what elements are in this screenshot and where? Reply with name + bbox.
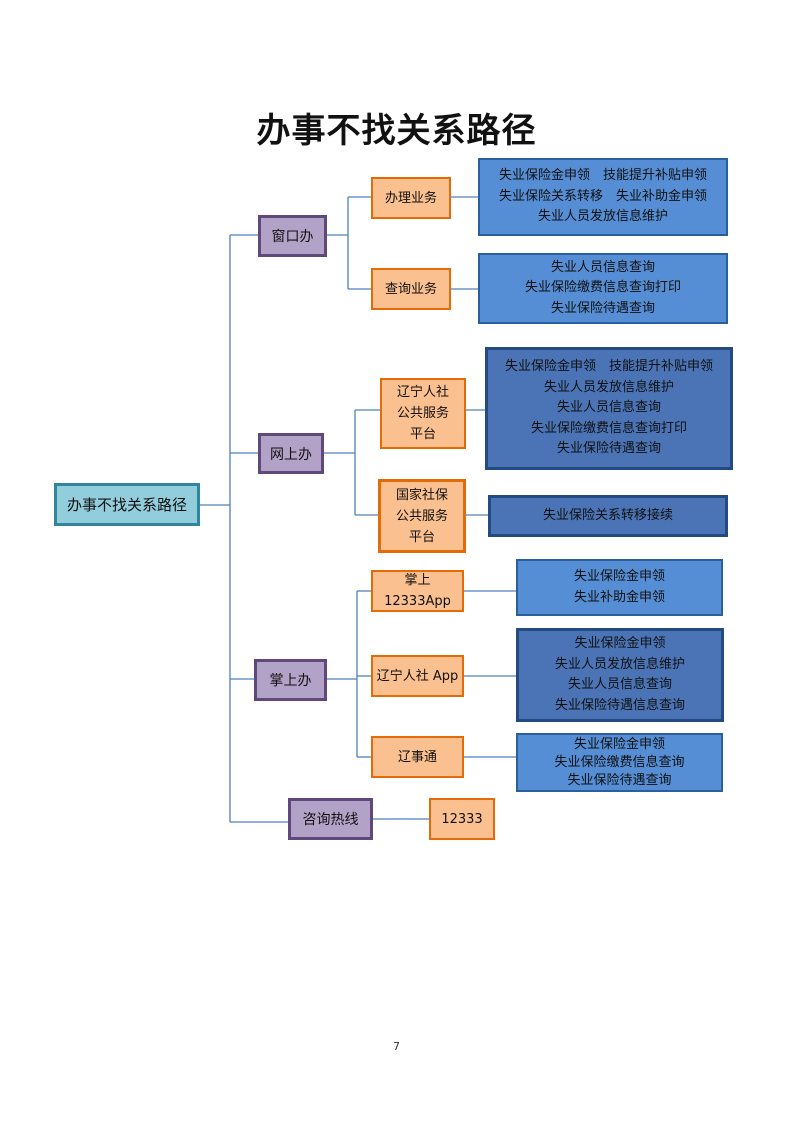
- leaf-item: 失业人员发放信息维护: [554, 656, 685, 672]
- leaf-item: 失业保险缴费信息查询打印: [530, 420, 687, 436]
- leaf-item: 失业保险待遇查询: [556, 441, 661, 457]
- service-label-line: 公共服务: [395, 508, 448, 524]
- service-national-platform: 国家社保 公共服务 平台: [378, 479, 466, 553]
- leaf-handle-business: 失业保险金申领 技能提升补贴申领 失业保险关系转移 失业补助金申领 失业人员发放…: [478, 158, 728, 236]
- leaf-liaoning-platform: 失业保险金申领 技能提升补贴申领 失业人员发放信息维护 失业人员信息查询 失业保…: [485, 347, 733, 470]
- leaf-national-platform: 失业保险关系转移接续: [488, 495, 728, 537]
- page-number: 7: [393, 1040, 400, 1053]
- channel-hotline: 咨询热线: [288, 798, 373, 840]
- service-label: 掌上 12333App: [384, 573, 451, 609]
- service-label-line: 国家社保: [395, 487, 448, 503]
- root-label: 办事不找关系路径: [66, 496, 187, 514]
- service-label-line: 平台: [408, 529, 435, 545]
- service-label-line: 公共服务: [396, 406, 449, 421]
- service-liaoning-app: 辽宁人社 App: [371, 655, 464, 697]
- channel-window: 窗口办: [258, 215, 327, 257]
- leaf-item: 失业人员发放信息维护: [537, 209, 668, 225]
- leaf-item: 失业人员发放信息维护: [543, 379, 674, 395]
- service-label-line: 辽宁人社: [396, 385, 449, 400]
- leaf-item: 失业补助金申领: [573, 589, 665, 605]
- service-liaoshitong: 辽事通: [371, 736, 464, 778]
- leaf-item: 失业保险金申领 技能提升补贴申领: [504, 359, 713, 375]
- leaf-item: 失业保险待遇查询: [550, 300, 655, 316]
- leaf-liaoshitong: 失业保险金申领 失业保险缴费信息查询 失业保险待遇查询: [516, 733, 723, 792]
- service-label: 辽宁人社 App: [376, 668, 459, 684]
- leaf-item: 失业保险缴费信息查询: [554, 754, 685, 770]
- leaf-12333-app: 失业保险金申领 失业补助金申领: [516, 559, 723, 616]
- channel-window-label: 窗口办: [271, 229, 314, 245]
- leaf-liaoning-app: 失业保险金申领 失业人员发放信息维护 失业人员信息查询 失业保险待遇信息查询: [516, 628, 724, 722]
- leaf-item: 失业保险关系转移 失业补助金申领: [498, 188, 707, 204]
- service-liaoning-platform: 辽宁人社 公共服务 平台: [380, 378, 466, 449]
- leaf-item: 失业保险关系转移接续: [542, 507, 673, 523]
- channel-mobile-label: 掌上办: [269, 673, 312, 689]
- service-handle-business: 办理业务: [371, 177, 451, 219]
- channel-mobile: 掌上办: [254, 659, 327, 701]
- service-12333-app: 掌上 12333App: [371, 570, 464, 612]
- page-title: 办事不找关系路径: [256, 111, 537, 151]
- service-query-business: 查询业务: [371, 268, 451, 310]
- channel-online: 网上办: [258, 433, 324, 474]
- leaf-item: 失业保险金申领: [573, 736, 665, 752]
- channel-hotline-label: 咨询热线: [302, 812, 359, 828]
- leaf-item: 失业保险金申领: [573, 569, 665, 584]
- leaf-item: 失业保险金申领: [574, 636, 666, 651]
- leaf-item: 失业保险待遇信息查询: [554, 697, 685, 713]
- leaf-item: 失业保险缴费信息查询打印: [524, 280, 681, 296]
- service-label-line: 平台: [409, 427, 436, 442]
- service-label: 辽事通: [397, 749, 437, 765]
- root-node: 办事不找关系路径: [54, 483, 200, 526]
- service-hotline-number: 12333: [429, 798, 495, 840]
- service-label: 查询业务: [384, 281, 437, 297]
- leaf-item: 失业人员信息查询: [556, 400, 661, 416]
- service-label: 12333: [441, 811, 483, 827]
- leaf-item: 失业保险待遇查询: [567, 772, 672, 788]
- service-label: 办理业务: [384, 190, 437, 206]
- leaf-item: 失业保险金申领 技能提升补贴申领: [498, 168, 707, 184]
- leaf-item: 失业人员信息查询: [567, 677, 672, 692]
- leaf-item: 失业人员信息查询: [550, 259, 655, 275]
- channel-online-label: 网上办: [270, 446, 312, 463]
- leaf-query-business: 失业人员信息查询 失业保险缴费信息查询打印 失业保险待遇查询: [478, 253, 728, 324]
